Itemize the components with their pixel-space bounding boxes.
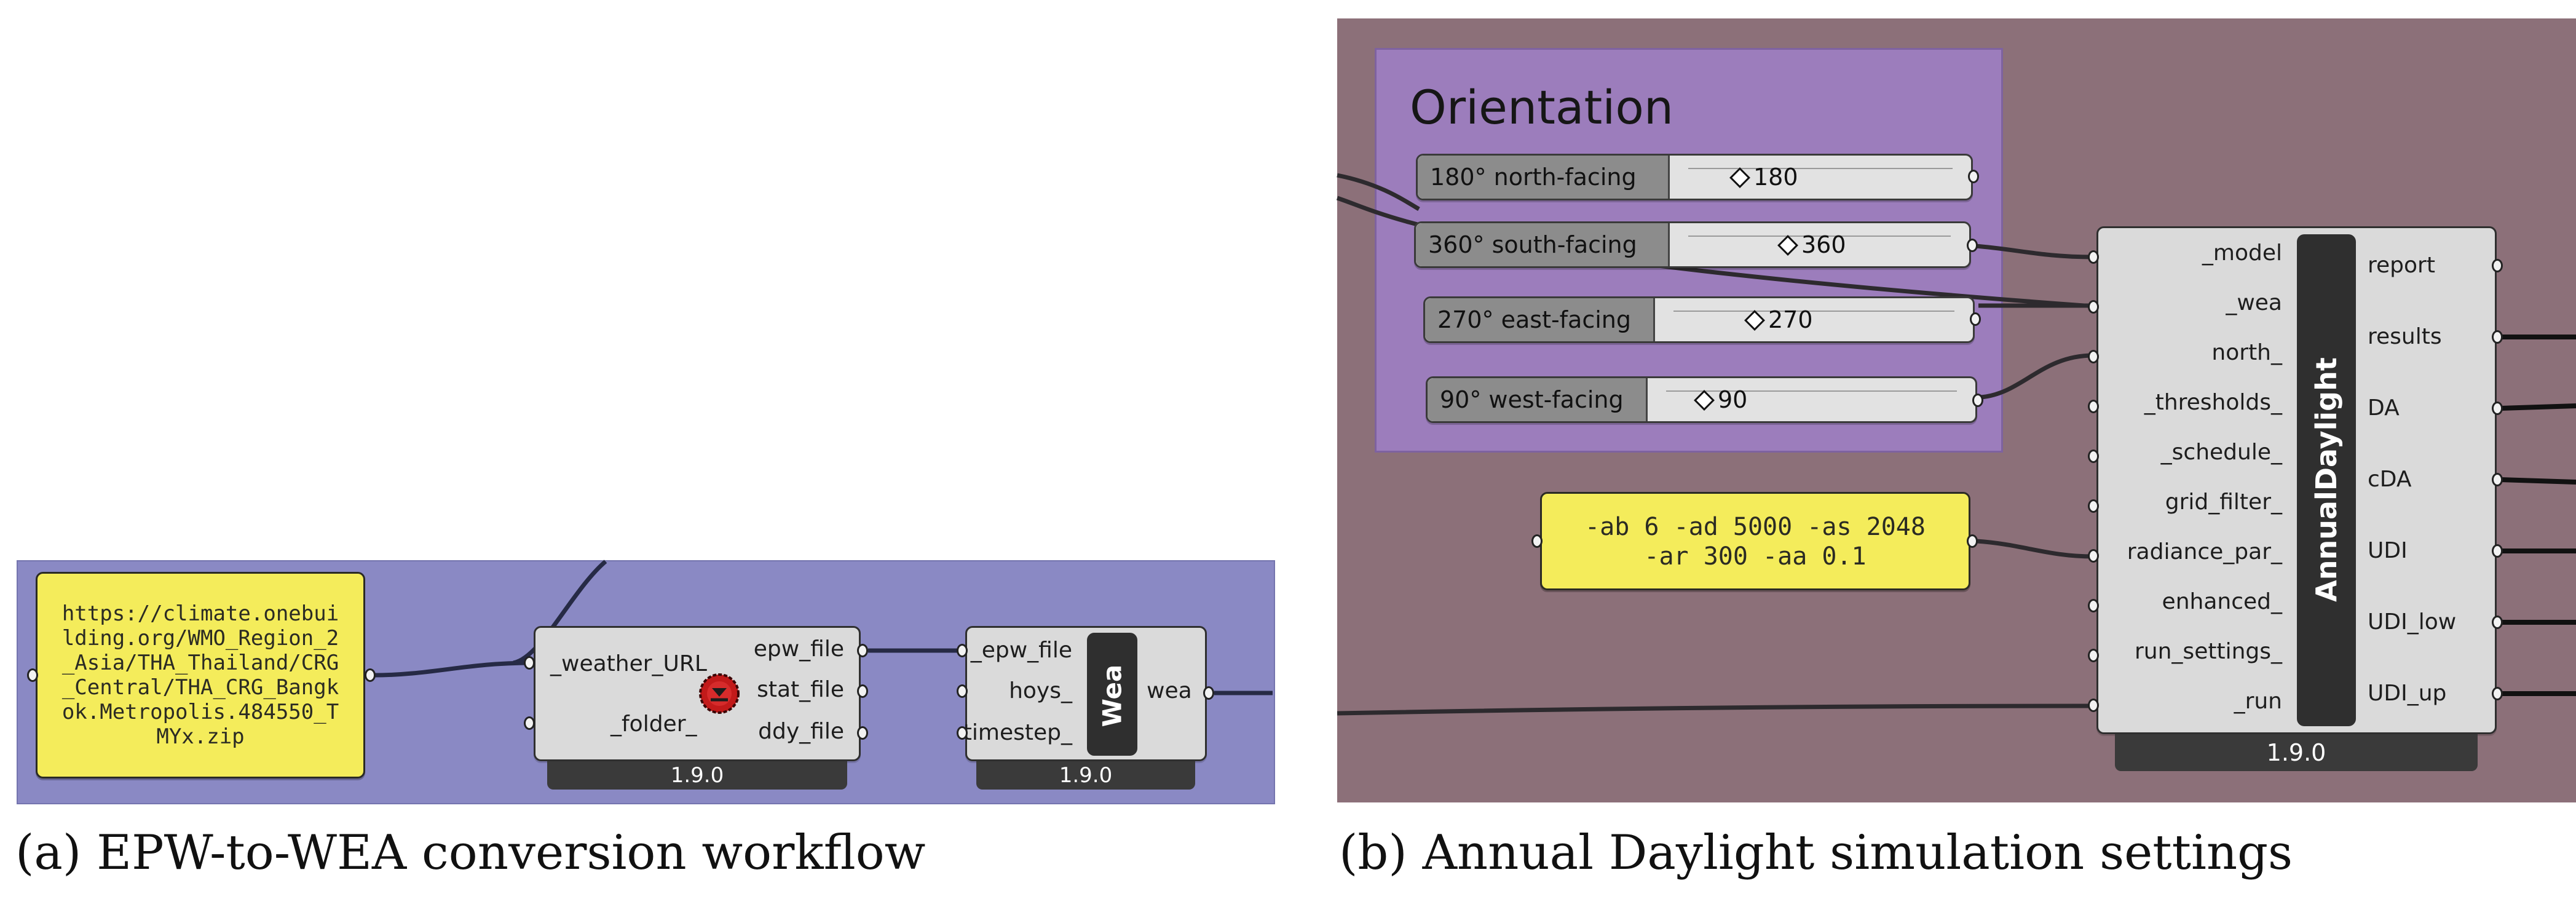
input-timestep: timestep_ [963, 720, 1072, 745]
radiance-panel-out-socket[interactable] [1967, 534, 1978, 548]
slider-south-track[interactable]: 360 [1670, 223, 1969, 266]
ad-out-socket-udi-up[interactable] [2492, 687, 2503, 700]
input-run-settings: run_settings_ [2135, 639, 2282, 664]
wea-title-bar: Wea [1087, 633, 1137, 756]
slider-east-facing[interactable]: 270° east-facing 270 [1423, 296, 1975, 343]
wea-in-socket-epw[interactable] [957, 644, 968, 657]
annual-daylight-version: 1.9.0 [2115, 734, 2478, 771]
input-model: _model [2202, 240, 2282, 266]
output-udi: UDI [2368, 538, 2408, 563]
caption-a: (a) EPW-to-WEA conversion workflow [15, 825, 926, 881]
input-north: north_ [2211, 340, 2282, 365]
output-ddy-file: ddy_file [758, 719, 844, 744]
epw-out-socket-ddy[interactable] [857, 726, 868, 740]
ad-in-socket-schedule[interactable] [2088, 450, 2099, 463]
input-grid-filter: grid_filter_ [2165, 489, 2282, 515]
input-schedule: _schedule_ [2160, 440, 2282, 465]
slider-north-value: 180 [1753, 164, 1798, 191]
ad-in-socket-model[interactable] [2088, 250, 2099, 264]
output-wea: wea [1147, 678, 1192, 703]
input-run: _run [2234, 689, 2282, 714]
slider-north-track[interactable]: 180 [1670, 156, 1971, 199]
epw-out-socket-stat[interactable] [857, 684, 868, 698]
ad-in-socket-enhanced[interactable] [2088, 599, 2099, 612]
slider-north-facing[interactable]: 180° north-facing 180 [1416, 154, 1973, 200]
input-enhanced: enhanced_ [2162, 589, 2282, 614]
output-da: DA [2368, 395, 2400, 421]
ad-out-socket-cda[interactable] [2492, 473, 2503, 486]
ad-in-socket-thresholds[interactable] [2088, 400, 2099, 413]
input-radiance-par: radiance_par_ [2127, 539, 2282, 564]
wea-component-version: 1.9.0 [976, 761, 1195, 790]
url-panel-output-socket[interactable] [365, 668, 376, 682]
annual-daylight-title: AnnualDaylight [2310, 357, 2343, 602]
input-folder: _folder_ [610, 711, 697, 737]
slider-north-label: 180° north-facing [1418, 156, 1670, 199]
epw-in-socket-folder[interactable] [524, 716, 535, 730]
slider-east-track[interactable]: 270 [1655, 298, 1973, 341]
orientation-group-title: Orientation [1410, 80, 1674, 135]
slider-south-value: 360 [1801, 231, 1846, 258]
wea-component[interactable]: _epw_file hoys_ timestep_ Wea wea [963, 626, 1207, 761]
ad-out-socket-results[interactable] [2492, 330, 2503, 344]
output-cda: cDA [2368, 467, 2412, 492]
ad-in-socket-wea[interactable] [2088, 300, 2099, 314]
ad-out-socket-report[interactable] [2492, 259, 2503, 272]
slider-south-label: 360° south-facing [1416, 223, 1670, 266]
radiance-parameters-panel[interactable]: -ab 6 -ad 5000 -as 2048 -ar 300 -aa 0.1 [1540, 492, 1970, 590]
ad-out-socket-udi[interactable] [2492, 544, 2503, 558]
epw-in-socket-weather-url[interactable] [524, 656, 535, 670]
input-thresholds: _thresholds_ [2144, 390, 2282, 415]
output-results: results [2368, 324, 2442, 349]
url-panel-input-socket[interactable] [27, 668, 38, 682]
slider-east-label: 270° east-facing [1425, 298, 1655, 341]
slider-east-value: 270 [1768, 306, 1813, 333]
slider-west-out-socket[interactable] [1972, 394, 1983, 407]
ad-out-socket-udi-low[interactable] [2492, 616, 2503, 629]
slider-south-facing[interactable]: 360° south-facing 360 [1414, 221, 1971, 268]
download-icon [697, 671, 742, 716]
input-weather-url: _weather_URL [550, 651, 707, 676]
caption-b: (b) Annual Daylight simulation settings [1339, 825, 2293, 881]
wea-in-socket-timestep[interactable] [957, 726, 968, 740]
wea-title: Wea [1097, 664, 1128, 727]
slider-west-track[interactable]: 90 [1648, 378, 1975, 421]
input-wea: _wea [2226, 290, 2282, 315]
output-udi-low: UDI_low [2368, 609, 2457, 635]
annual-daylight-title-bar: AnnualDaylight [2297, 234, 2356, 726]
output-stat-file: stat_file [757, 677, 844, 702]
input-hoys: hoys_ [1009, 678, 1072, 703]
radiance-panel-in-socket[interactable] [1531, 534, 1543, 548]
slider-west-label: 90° west-facing [1428, 378, 1648, 421]
output-udi-up: UDI_up [2368, 681, 2447, 706]
epw-out-socket-epw[interactable] [857, 644, 868, 657]
epw-component-version: 1.9.0 [547, 761, 847, 790]
slider-west-value: 90 [1718, 386, 1748, 413]
ad-in-socket-run[interactable] [2088, 699, 2099, 712]
output-epw-file: epw_file [753, 636, 844, 662]
input-epw-file: _epw_file [970, 638, 1072, 663]
download-weather-component[interactable]: _weather_URL _folder_ epw_file stat_file… [534, 626, 861, 761]
slider-south-out-socket[interactable] [1967, 239, 1978, 252]
slider-north-out-socket[interactable] [1968, 170, 1979, 183]
ad-in-socket-grid-filter[interactable] [2088, 499, 2099, 513]
annual-daylight-component[interactable]: _model _wea north_ _thresholds_ _schedul… [2096, 226, 2497, 734]
ad-in-socket-north[interactable] [2088, 350, 2099, 363]
slider-west-facing[interactable]: 90° west-facing 90 [1426, 376, 1977, 423]
slider-east-out-socket[interactable] [1970, 312, 1981, 326]
weather-url-panel[interactable]: https://climate.onebui lding.org/WMO_Reg… [36, 572, 365, 778]
wea-in-socket-hoys[interactable] [957, 684, 968, 698]
output-report: report [2368, 253, 2435, 278]
ad-out-socket-da[interactable] [2492, 402, 2503, 415]
ad-in-socket-run-settings[interactable] [2088, 649, 2099, 662]
ad-in-socket-radiance-par[interactable] [2088, 549, 2099, 563]
wea-out-socket[interactable] [1203, 686, 1214, 700]
